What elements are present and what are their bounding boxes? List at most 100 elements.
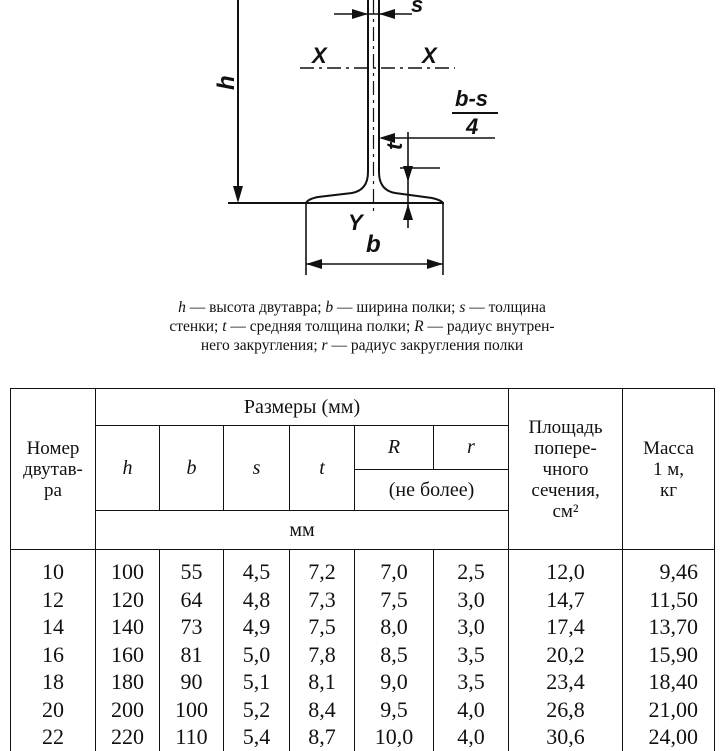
legend-sym-s: s bbox=[459, 299, 466, 316]
bs4-arrow bbox=[379, 133, 395, 143]
legend-line-3: него закругления; r — радиус закругления… bbox=[60, 336, 664, 355]
legend-text-r: — радиус закругления полки bbox=[327, 337, 524, 354]
cell-number: 16 bbox=[10, 640, 96, 668]
cell-mass: 24,00 bbox=[622, 723, 716, 751]
cell-number: 10 bbox=[10, 549, 96, 586]
s-arrow-left bbox=[352, 9, 368, 19]
cell-number: 12 bbox=[10, 585, 96, 613]
cell-R: 7,0 bbox=[354, 549, 434, 586]
header-area-line-3: чного bbox=[542, 458, 589, 480]
cell-h: 140 bbox=[95, 613, 160, 641]
cell-s: 5,1 bbox=[223, 668, 290, 696]
header-t: t bbox=[289, 425, 355, 511]
cell-h: 120 bbox=[95, 585, 160, 613]
cell-t: 7,2 bbox=[289, 549, 355, 586]
cell-s: 5,0 bbox=[223, 640, 290, 668]
cell-r: 3,5 bbox=[432, 668, 510, 696]
cell-h: 160 bbox=[95, 640, 160, 668]
legend-line-2: стенки; t — средняя толщина полки; R — р… bbox=[60, 317, 664, 336]
legend-sym-R: R bbox=[414, 318, 424, 335]
header-number: Номер двутав- ра bbox=[10, 388, 96, 550]
i-beam-drawing: s X X h b-s 4 t Y b bbox=[213, 0, 498, 275]
legend-sym-b: b bbox=[325, 299, 334, 316]
label-h: h bbox=[213, 75, 240, 90]
header-not-more: (не более) bbox=[353, 469, 510, 511]
cell-r: 4,0 bbox=[432, 695, 510, 723]
cell-b: 110 bbox=[159, 723, 224, 751]
cell-s: 4,5 bbox=[223, 549, 290, 586]
label-t: t bbox=[382, 141, 407, 150]
cell-b: 90 bbox=[159, 668, 224, 696]
cell-t: 8,1 bbox=[289, 668, 355, 696]
header-b: b bbox=[159, 425, 224, 511]
cell-mass: 9,46 bbox=[622, 549, 716, 586]
cell-area: 26,8 bbox=[508, 695, 624, 723]
cell-h: 200 bbox=[95, 695, 160, 723]
header-area-line-5: см² bbox=[552, 500, 579, 522]
web-right-wall bbox=[378, 0, 444, 204]
cell-h: 100 bbox=[95, 549, 160, 586]
cell-number: 18 bbox=[10, 668, 96, 696]
cell-mass: 13,70 bbox=[622, 613, 716, 641]
label-x-left: X bbox=[310, 43, 328, 68]
cell-t: 7,3 bbox=[289, 585, 355, 613]
cell-s: 4,8 bbox=[223, 585, 290, 613]
cell-area: 23,4 bbox=[508, 668, 624, 696]
header-r: r bbox=[432, 425, 510, 470]
cell-b: 73 bbox=[159, 613, 224, 641]
label-b: b bbox=[366, 231, 381, 258]
cell-R: 7,5 bbox=[354, 585, 434, 613]
label-x-right: X bbox=[420, 43, 438, 68]
header-number-line-1: Номер bbox=[26, 437, 80, 459]
label-bs-top: b-s bbox=[455, 86, 488, 111]
header-mass-line-3: кг bbox=[660, 479, 678, 501]
legend: h — высота двутавра; b — ширина полки; s… bbox=[60, 298, 664, 355]
cell-R: 9,0 bbox=[354, 668, 434, 696]
header-R: R bbox=[354, 425, 434, 470]
cell-R: 8,5 bbox=[354, 640, 434, 668]
cell-mass: 15,90 bbox=[622, 640, 716, 668]
label-s: s bbox=[411, 0, 423, 17]
header-h: h bbox=[95, 425, 160, 511]
header-number-line-3: ра bbox=[44, 479, 62, 501]
cell-area: 14,7 bbox=[508, 585, 624, 613]
legend-text-s: — толщина bbox=[465, 299, 546, 316]
cell-area: 12,0 bbox=[508, 549, 624, 586]
header-unit: мм bbox=[94, 510, 510, 550]
legend-text-h: — высота двутавра; bbox=[185, 299, 326, 316]
cell-t: 7,5 bbox=[289, 613, 355, 641]
legend-line-1: h — высота двутавра; b — ширина полки; s… bbox=[60, 298, 664, 317]
t-arrow-bottom bbox=[403, 204, 413, 220]
cell-mass: 21,00 bbox=[622, 695, 716, 723]
cell-b: 55 bbox=[159, 549, 224, 586]
cell-r: 2,5 bbox=[432, 549, 510, 586]
cell-b: 100 bbox=[159, 695, 224, 723]
cell-area: 17,4 bbox=[508, 613, 624, 641]
cell-b: 64 bbox=[159, 585, 224, 613]
header-area-line-1: Площадь bbox=[528, 416, 603, 438]
h-arrow-bottom bbox=[233, 186, 243, 203]
b-arrow-left bbox=[306, 259, 322, 269]
legend-sym-t: t bbox=[222, 318, 227, 335]
cell-mass: 18,40 bbox=[622, 668, 716, 696]
legend-text-b: — ширина полки; bbox=[333, 299, 460, 316]
cell-r: 3,0 bbox=[432, 585, 510, 613]
header-mass-line-2: 1 м, bbox=[653, 458, 685, 480]
legend-text-zakrugleniya: него закругления; bbox=[200, 337, 322, 354]
header-number-line-2: двутав- bbox=[23, 458, 83, 480]
legend-sym-r: r bbox=[321, 337, 328, 354]
cell-number: 22 bbox=[10, 723, 96, 751]
cell-t: 8,7 bbox=[289, 723, 355, 751]
cell-number: 20 bbox=[10, 695, 96, 723]
t-arrow-top bbox=[403, 166, 413, 182]
b-arrow-right bbox=[427, 259, 443, 269]
cell-h: 220 bbox=[95, 723, 160, 751]
cell-s: 5,4 bbox=[223, 723, 290, 751]
header-area-line-4: сечения, bbox=[531, 479, 600, 501]
